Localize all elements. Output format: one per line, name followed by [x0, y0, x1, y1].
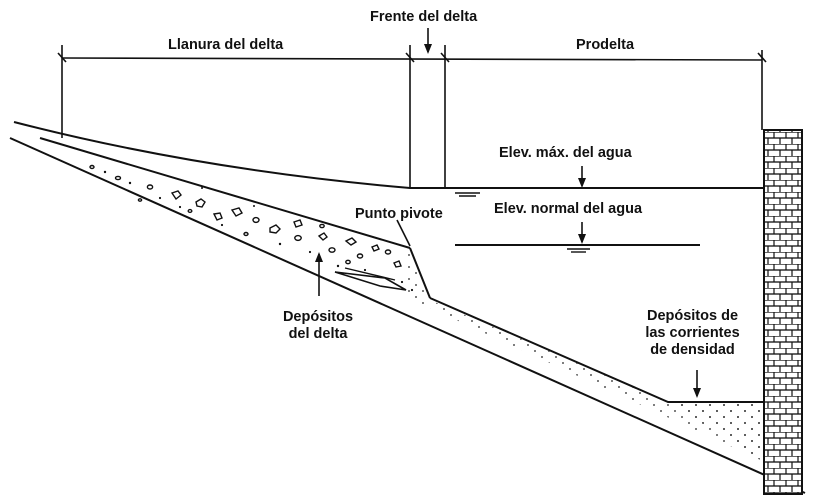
pointer-arrows	[315, 166, 701, 398]
density-current-deposit-toe	[668, 402, 765, 462]
depositos-corrientes-line-3: de densidad	[650, 342, 735, 358]
dam-wall	[763, 129, 803, 495]
llanura-del-delta-label: Llanura del delta	[168, 37, 284, 53]
cross-section-lines	[9, 121, 806, 494]
depositos-corrientes-line-1: Depósitos de	[646, 308, 739, 324]
prodelta-label: Prodelta	[576, 37, 635, 53]
density-current-deposit	[404, 248, 765, 462]
elev-normal-agua-label: Elev. normal del agua	[494, 201, 643, 217]
topset-line	[39, 137, 411, 249]
depositos-corrientes-line-2: las corrientes	[645, 325, 740, 341]
depositos-delta-line-2: del delta	[288, 326, 348, 342]
foreset-slope	[409, 247, 431, 299]
depositos-delta-line-1: Depósitos	[282, 309, 354, 325]
frente-del-delta-label: Frente del delta	[370, 9, 478, 25]
normal-water-level-symbol	[567, 248, 590, 253]
elev-max-agua-label: Elev. máx. del agua	[499, 145, 632, 161]
punto-pivote-label: Punto pivote	[355, 206, 443, 222]
delta-deposits-region	[15, 138, 430, 300]
delta-lens	[334, 271, 407, 291]
max-water-level-symbol	[455, 192, 480, 197]
dimension-lines	[57, 28, 767, 188]
depositos-corrientes-densidad-label: Depósitos de las corrientes de densidad	[635, 308, 750, 359]
delta-top-surface	[13, 121, 765, 189]
bottomset-line	[429, 297, 765, 403]
depositos-delta-label: Depósitos del delta	[268, 309, 368, 343]
coarse-gravel-particles	[89, 164, 402, 268]
original-bed-line	[9, 137, 806, 494]
